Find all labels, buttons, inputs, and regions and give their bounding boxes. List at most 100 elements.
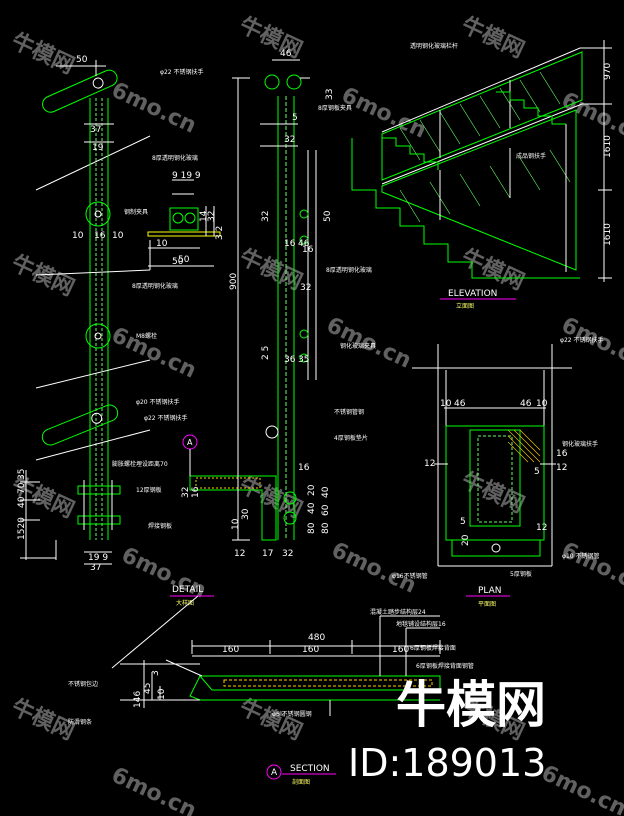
note-weld: 焊接钢板	[148, 522, 172, 530]
dim-rail-16: 16	[94, 231, 106, 241]
plan-dim-top-10: 10	[440, 399, 452, 409]
note-glass: 8厚透明钢化玻璃	[326, 266, 372, 274]
note-side-bolt: 4厚钢板垫片	[334, 434, 368, 442]
dim-rail-10: 10	[72, 231, 84, 241]
watermark-brand: 牛模网	[457, 244, 528, 295]
note-anchor: 膨胀螺栓埋设距离70	[112, 460, 168, 468]
dim-bottom-80b: 80	[321, 522, 331, 534]
elev-dim-970: 970	[603, 63, 613, 80]
dim-bottom-20: 20	[307, 484, 317, 496]
plan-dim-20: 20	[461, 534, 471, 546]
dim-bottom-32: 32	[282, 549, 293, 559]
plan-dim-5b: 5	[460, 517, 466, 527]
dim-16c: 16	[298, 463, 310, 473]
elev-note-mid: 成品钢扶手	[516, 152, 546, 160]
section-label-cn: 剖面图	[292, 778, 310, 786]
dim-bottom-16: 16	[191, 486, 201, 498]
dim-top-46: 46	[280, 49, 292, 59]
plan-dim-12c: 12	[536, 523, 547, 533]
plan-text: φ22 不锈钢扶手 钢化玻璃扶手 φ10 不锈钢管 5厚钢板 φ16不锈钢管 1…	[392, 336, 604, 608]
sec-dim-10: 10	[157, 688, 167, 700]
watermark-brand: 牛模网	[457, 467, 528, 518]
sec-note-2: 地毯铺设结构层16	[396, 620, 446, 628]
sec-dim-s3: 160	[392, 645, 409, 655]
side-section	[182, 59, 317, 541]
note-plate: 12厚钢板	[136, 486, 162, 494]
section-text: 混凝土踏步结构层24 地毯铺设结构层16 6厚钢板焊接背面 6厚钢板焊接背面钢管…	[68, 608, 474, 786]
watermark-site: 6mo.cn	[107, 323, 200, 384]
sec-dim-total: 480	[308, 633, 325, 643]
dim-mid-50: 50	[323, 210, 333, 222]
note-steel-pipe: 不锈钢管钢	[334, 408, 364, 416]
note-bolt: M8螺栓	[136, 332, 157, 340]
plan-view	[412, 344, 572, 567]
clamp-dim-9-19-9: 9 19 9	[172, 171, 201, 181]
dim-46: 46	[298, 239, 310, 249]
note-clip: 钢制夹具	[124, 208, 148, 216]
dim-bottom-10: 10	[231, 518, 241, 530]
plan-note-bolt: φ10 不锈钢管	[562, 552, 600, 560]
elevation-text: 透明钢化玻璃栏杆 成品钢扶手 970 1610 1610 ELEVATION 立…	[410, 42, 613, 310]
plan-dim-12b: 12	[556, 463, 567, 473]
sec-dim-s1: 160	[222, 645, 239, 655]
dim-clamp-50: 50	[172, 257, 184, 267]
sec-note-1: 混凝土踏步结构层24	[370, 608, 426, 616]
dim-40: 40	[17, 496, 27, 508]
elev-dim-1610b: 1610	[603, 223, 613, 246]
watermark-brand: 牛模网	[7, 250, 78, 301]
elev-dim-1610: 1610	[603, 135, 613, 158]
brand-overlay: 牛模网 ID:189013	[348, 676, 546, 785]
dim-bottom-12: 12	[234, 549, 245, 559]
sec-note-bottom: φ6 不锈钢圆钢	[272, 710, 312, 718]
dim-5: 5	[292, 113, 298, 123]
watermark-site: 6mo.cn	[107, 78, 200, 139]
elev-note-top: 透明钢化玻璃栏杆	[410, 42, 458, 50]
section-marker-a: A	[187, 438, 193, 447]
sec-note-4: 6厚钢板焊接背面钢管	[416, 662, 474, 670]
dim-rail-10b: 10	[112, 231, 124, 241]
watermark-site: 6mo.cn	[107, 763, 200, 816]
clamp-dim-32: 32	[207, 211, 217, 222]
plan-label-cn: 平面图	[478, 601, 496, 608]
sec-note-3: 6厚钢板焊接背面	[410, 644, 456, 652]
watermark-brand: 牛模网	[7, 28, 78, 79]
dim-bottom-40: 40	[307, 502, 317, 514]
sec-dim-45: 45	[143, 683, 153, 694]
plan-label: PLAN	[478, 586, 502, 596]
sec-dim-s2: 160	[302, 645, 319, 655]
handrail-tube-top	[42, 69, 118, 113]
dim-70: 70	[17, 482, 27, 494]
detail-label: DETAIL	[172, 585, 203, 595]
watermark-site: 6mo.cn	[337, 83, 430, 144]
elevation-label-cn: 立面图	[456, 302, 474, 310]
dim-top-33: 33	[325, 89, 335, 100]
dim-bottom-30: 30	[241, 508, 251, 520]
dim-35: 35	[17, 469, 27, 480]
dim-bottom-17: 17	[262, 549, 273, 559]
plan-note-rail: φ22 不锈钢扶手	[560, 336, 604, 344]
brand-logo: 牛模网	[396, 676, 546, 734]
clamp-dim-10: 10	[156, 239, 168, 249]
watermark-brand: 牛模网	[235, 694, 306, 745]
dim-19: 19	[92, 143, 104, 153]
plan-dim-5: 5	[534, 467, 540, 477]
dim-base-19-9: 19 9	[88, 553, 108, 563]
elevation-label: ELEVATION	[448, 289, 497, 299]
plan-note-top: 钢化玻璃扶手	[562, 440, 598, 448]
dim-base-37: 37	[90, 563, 101, 573]
dim-bottom-40b: 40	[321, 486, 331, 498]
dim-mid-32: 32	[261, 211, 271, 222]
dim-36: 36	[284, 355, 296, 365]
dim-37: 37	[90, 125, 101, 135]
dim-35: 35	[298, 355, 309, 365]
detail-label-cn: 大样图	[176, 599, 194, 607]
sec-note-left1: 不锈钢包边	[68, 680, 98, 688]
note-glass-mid: 8厚透明钢化玻璃	[132, 282, 178, 290]
sec-marker-a: A	[271, 768, 278, 778]
elevation-view	[351, 40, 612, 282]
watermark-site: 6mo.cn	[537, 761, 624, 816]
detail-view	[20, 60, 221, 565]
note-clip: 钢化玻璃夹具	[340, 342, 376, 350]
